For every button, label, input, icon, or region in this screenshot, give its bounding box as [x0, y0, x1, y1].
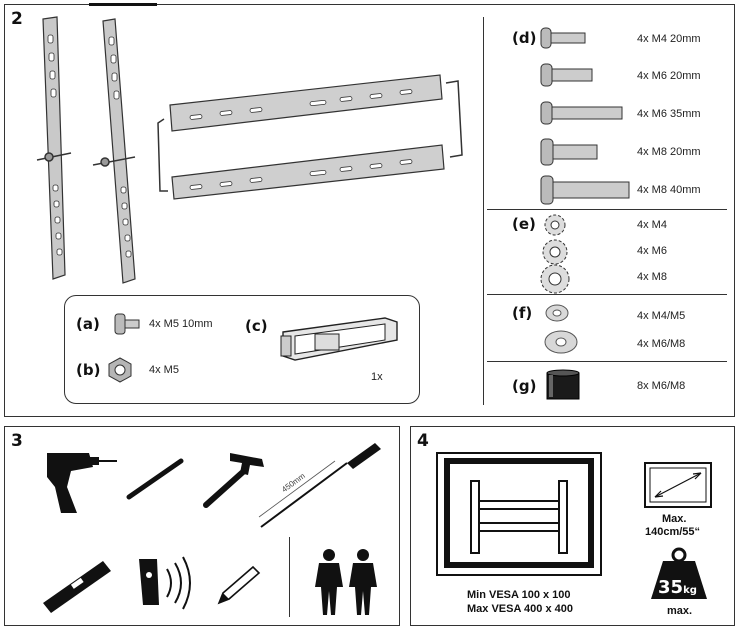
qty-d-3: 4x M6 35mm [637, 108, 701, 120]
label-e: (e) [512, 215, 536, 233]
step-4-panel: 4 Min VESA 100 x 100 Max VESA 400 x 400 … [410, 426, 735, 626]
vertical-brackets-illustration [36, 16, 136, 284]
divider-e-f [487, 294, 727, 295]
label-b: (b) [76, 361, 101, 379]
qty-e-3: 4x M8 [637, 271, 667, 283]
step-4-number: 4 [417, 431, 429, 451]
lock-washer-m8-icon [540, 264, 570, 294]
vesa-min-label: Min VESA 100 x 100 [467, 589, 571, 601]
step-3-number: 3 [11, 431, 23, 451]
screwdriver-icon [258, 443, 381, 528]
step-2-panel: 2 [4, 3, 735, 417]
qty-d-4: 4x M8 20mm [637, 146, 701, 158]
hardware-divider [483, 17, 484, 405]
qty-g-1: 8x M6/M8 [637, 380, 686, 392]
qty-f-1: 4x M4/M5 [637, 310, 686, 322]
label-f: (f) [512, 304, 533, 322]
flat-washer-m6-m8-icon [544, 330, 578, 354]
hex-nut-icon [108, 357, 132, 383]
drill-bit-icon [126, 458, 184, 500]
weight-value: 35kg [658, 577, 697, 598]
lock-washer-m6-icon [542, 239, 568, 265]
qty-d-1: 4x M4 20mm [637, 33, 701, 45]
qty-f-2: 4x M6/M8 [637, 338, 686, 350]
flat-washer-m4-m5-icon [545, 304, 569, 322]
divider-f-g [487, 361, 727, 362]
bolt-m8-40-icon [540, 175, 630, 205]
qty-e-2: 4x M6 [637, 245, 667, 257]
divider-d-e [487, 209, 727, 210]
step-3-divider [289, 537, 290, 617]
panel-tab-marker [89, 3, 157, 6]
hammer-icon [203, 453, 264, 508]
step-2-number: 2 [11, 9, 23, 29]
bolt-m6-35-icon [540, 101, 623, 125]
qty-d-5: 4x M8 40mm [637, 184, 701, 196]
spirit-level-bracket-icon [280, 317, 398, 361]
lock-washer-m4-icon [544, 214, 566, 236]
bolt-m4-20-icon [540, 27, 586, 49]
qty-c: 1x [371, 371, 383, 383]
qty-b: 4x M5 [149, 364, 179, 376]
label-a: (a) [76, 315, 100, 333]
label-d: (d) [512, 29, 537, 47]
screw-m5-icon [114, 313, 140, 335]
horizontal-rails-illustration [157, 74, 463, 200]
spacer-sleeve-icon [546, 369, 580, 400]
bolt-m8-20-icon [540, 138, 598, 166]
two-persons-icon [315, 549, 377, 615]
accessories-box [64, 295, 420, 404]
weight-number: 35 [658, 577, 684, 598]
spirit-level-icon [43, 561, 111, 613]
weight-unit: kg [683, 585, 697, 596]
drill-icon [47, 453, 117, 513]
qty-a: 4x M5 10mm [149, 318, 213, 330]
label-g: (g) [512, 377, 537, 395]
vesa-max-label: Max VESA 400 x 400 [467, 603, 573, 615]
weight-icon [651, 547, 707, 599]
label-c: (c) [245, 317, 268, 335]
weight-max-caption: max. [667, 605, 693, 617]
step-3-panel: 3 450mm [4, 426, 400, 626]
screen-max-label: Max. [662, 513, 687, 525]
qty-d-2: 4x M6 20mm [637, 70, 701, 82]
screen-size-icon [644, 462, 712, 508]
pencil-icon [217, 565, 261, 605]
qty-e-1: 4x M4 [637, 219, 667, 231]
bolt-m6-20-icon [540, 63, 593, 87]
stud-finder-icon [139, 556, 191, 610]
tv-mount-illustration [436, 452, 602, 576]
screen-max-size: 140cm/55“ [645, 526, 701, 538]
